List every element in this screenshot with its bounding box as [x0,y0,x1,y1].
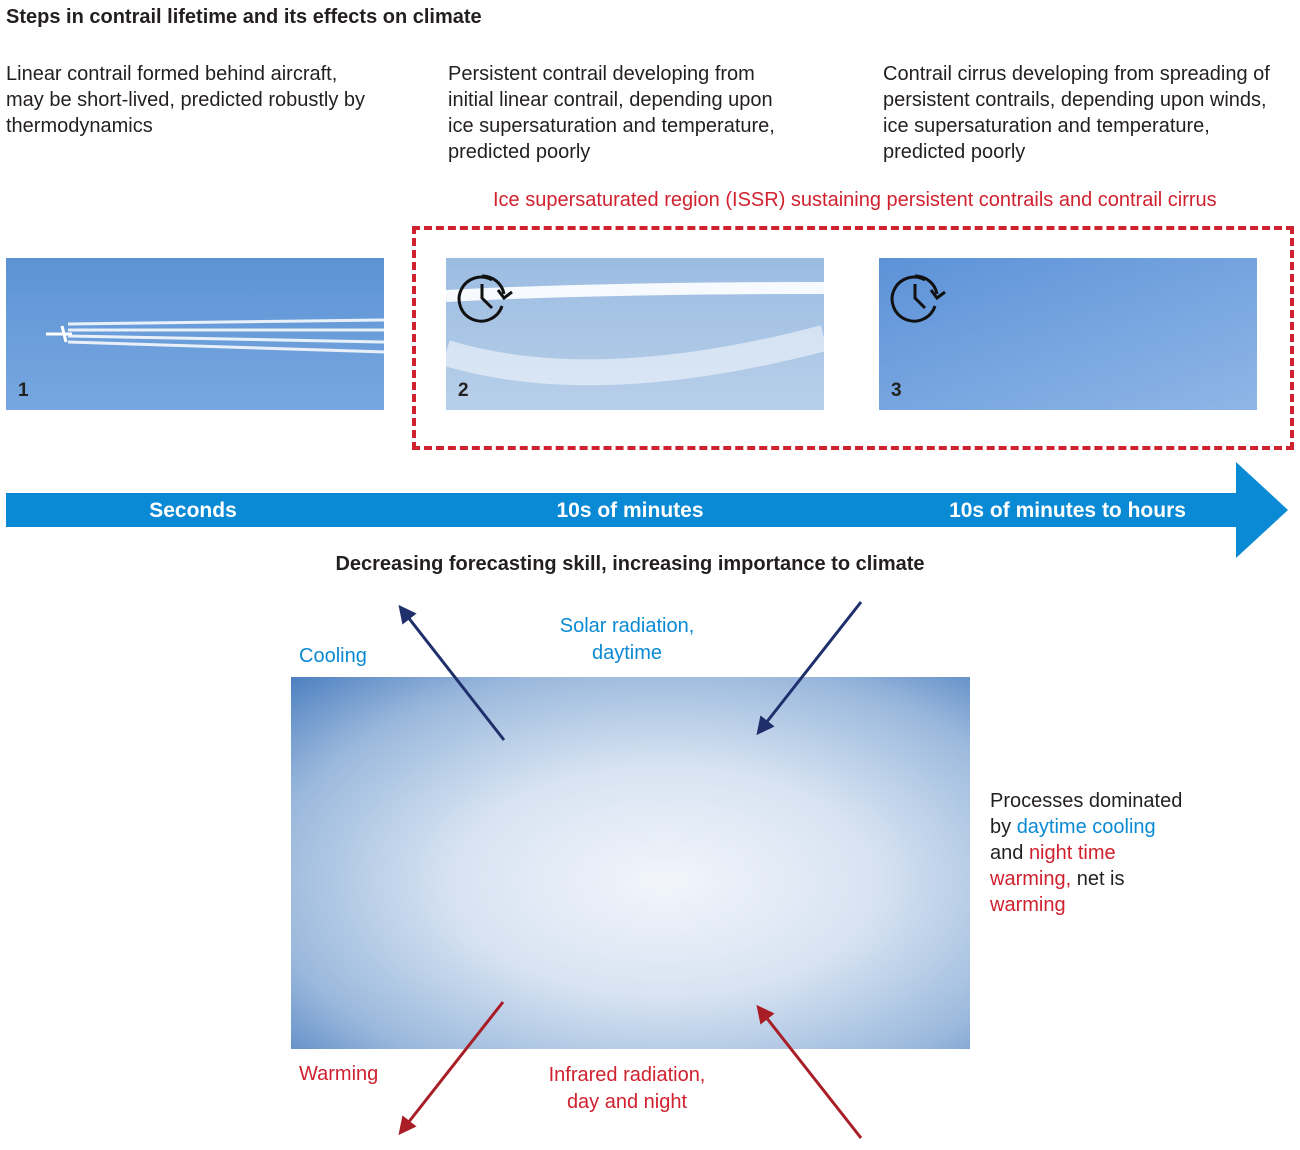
timeline-arrow [6,493,1238,527]
summary-night-time: night time [1028,842,1116,864]
warming-label: Warming [299,1063,379,1085]
summary-net-warming: warming [990,894,1066,916]
radiation-arrows [398,601,863,1139]
photo-contrail-cirrus: 3 [879,258,1257,410]
issr-region-box [412,226,1294,450]
clock-refresh-icon [457,274,513,323]
clock-refresh-icon [890,274,946,323]
stage-2-description: Persistent contrail developing from init… [448,63,775,163]
cooling-arrow [398,604,506,741]
infrared-arrow [756,1004,863,1139]
summary-text-part: net is [1071,868,1125,890]
summary-warming: warming, [990,868,1072,890]
infrared-line-1: Infrared radiation, [548,1064,706,1086]
photo-persistent-contrail: 2 [446,258,824,410]
solar-line-1: Solar radiation, [559,615,695,637]
summary-text-part: by [990,816,1017,838]
stage-1-description: Linear contrail formed behind aircraft, … [6,63,366,137]
solar-line-2: daytime [591,642,663,664]
photo-contrail-cirrus-cloud [291,677,970,1049]
timeline-seconds: Seconds [149,499,237,522]
stage-number: 1 [18,380,29,401]
cooling-label: Cooling [299,645,367,667]
stage-number: 3 [891,380,902,401]
summary-text: Processes dominated by daytime cooling a… [990,788,1200,918]
photo-linear-contrail: 1 [6,258,384,410]
figure-title: Steps in contrail lifetime and its effec… [6,6,482,28]
warming-arrow [398,1001,505,1136]
summary-daytime-cooling: daytime cooling [1016,816,1156,838]
timeline-hours: 10s of minutes to hours [949,499,1186,522]
issr-label: Ice supersaturated region (ISSR) sustain… [493,189,1217,211]
summary-text-part: and [990,842,1029,864]
timeline-minutes: 10s of minutes [556,499,704,522]
contrail-graphic [446,282,824,386]
summary-line: Processes dominated [990,790,1183,812]
infrared-label: Infrared radiation, day and night [517,1062,737,1116]
infrared-line-2: day and night [566,1091,688,1113]
aircraft-contrail-graphic [46,318,384,354]
trend-caption: Decreasing forecasting skill, increasing… [335,553,925,575]
stage-3-description: Contrail cirrus developing from spreadin… [883,63,1270,163]
timeline-arrowhead [1236,462,1288,558]
stage-number: 2 [458,380,469,401]
solar-arrow [756,601,863,736]
solar-label: Solar radiation, daytime [527,613,727,667]
